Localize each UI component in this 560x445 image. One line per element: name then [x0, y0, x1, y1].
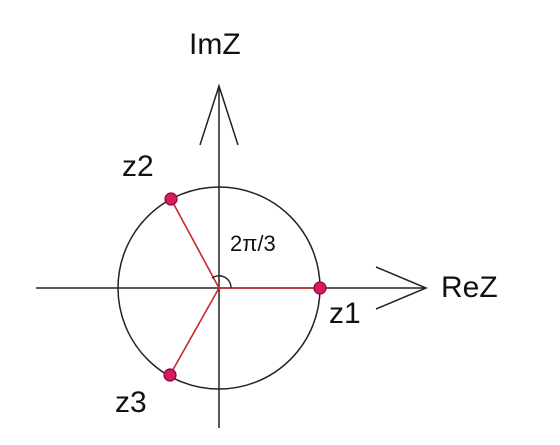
radius-line-z3: [169, 287, 220, 376]
angle-marker: [211, 275, 232, 289]
real-axis-arrowhead: [375, 266, 428, 310]
point-label-z1: z1: [329, 297, 361, 330]
imaginary-axis-label: ImZ: [189, 28, 241, 61]
angle-label: 2π/3: [230, 231, 276, 256]
point-label-z2: z2: [122, 150, 154, 183]
real-axis-label: ReZ: [441, 271, 498, 304]
point-z3: [163, 368, 177, 382]
point-z1: [313, 281, 327, 295]
radius-line-z2: [170, 198, 220, 289]
imaginary-axis-arrowhead: [199, 83, 239, 146]
point-z2: [164, 192, 178, 206]
point-label-z3: z3: [115, 386, 147, 419]
